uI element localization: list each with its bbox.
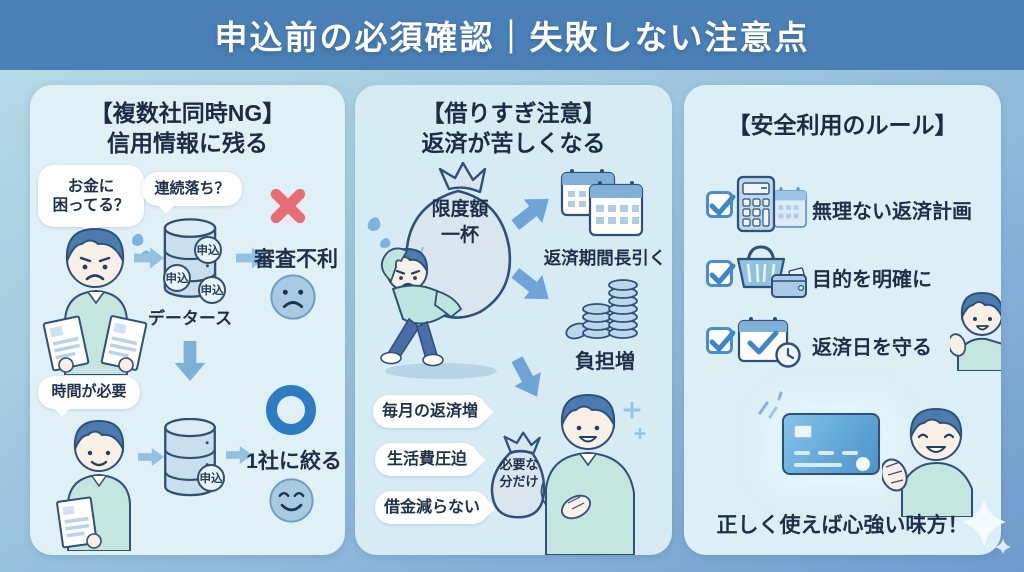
coin-stack-icon xyxy=(565,279,638,340)
panel2-header: 【借りすぎ注意】 返済が苦しくなる xyxy=(355,99,672,159)
speech-bubble-living-costs: 生活費圧迫 xyxy=(375,443,479,476)
checkbox-checked-icon xyxy=(706,191,736,218)
big-sack-label: 限度額 一杯 xyxy=(431,199,489,246)
clock-icon xyxy=(775,342,801,368)
panel2-header-line1: 【借りすぎ注意】 xyxy=(421,100,606,126)
wallet-icon xyxy=(771,267,807,298)
card-number-dash xyxy=(818,451,834,455)
worried-person-illustration xyxy=(42,227,151,375)
sparkle-star-icon xyxy=(962,498,1011,554)
small-sack-icon xyxy=(490,431,546,519)
calendar-stack-icon xyxy=(560,169,644,237)
result-bad-label: 審査不利 xyxy=(254,248,338,271)
arrow-down-icon xyxy=(511,356,541,397)
arrow-right-icon xyxy=(138,447,164,467)
small-sack-label: 必要な 分だけ xyxy=(499,457,539,489)
checkbox-checked-icon xyxy=(706,327,736,354)
arrow-down-right-icon xyxy=(511,267,549,300)
waving-person-illustration xyxy=(882,407,973,517)
sparkle-lines-icon xyxy=(758,391,783,419)
panel3-footer-message: 正しく使えば心強い味方！ xyxy=(716,514,969,537)
speech-bubble-time-needed: 時間が必要 xyxy=(38,376,140,409)
title-banner: 申込前の必須確認｜失敗しない注意点 xyxy=(0,0,1024,70)
circle-ok-icon xyxy=(266,385,316,435)
sad-face-icon xyxy=(270,274,316,320)
rule-label-clear-purpose: 目的を明確に xyxy=(812,269,932,291)
panel3-header-line: 【安全利用のルール】 xyxy=(727,112,958,138)
peeking-person-illustration xyxy=(950,291,1001,371)
outcome-period-label: 返済期間長引く xyxy=(543,248,667,268)
panel-multiple-applications-ng: 【複数社同時NG】 信用情報に残る お金に 困ってる？ 連続落ち？ xyxy=(30,85,345,555)
arrow-right-icon xyxy=(134,247,164,269)
result-good-label: 1社に絞る xyxy=(246,450,342,473)
mini-calendar-icon xyxy=(772,187,808,228)
relieved-person-illustration xyxy=(540,393,646,555)
database-label: データース xyxy=(147,309,233,328)
checkbox-checked-icon xyxy=(706,260,736,287)
panel1-header-line2: 信用情報に残る xyxy=(107,129,268,156)
panel3-header: 【安全利用のルール】 xyxy=(684,111,1001,141)
database-icon xyxy=(164,418,216,497)
happy-face-icon xyxy=(269,478,314,523)
application-badge: 申込 xyxy=(163,264,191,292)
speech-bubble-debt-not-shrinking: 借金減らない xyxy=(375,491,489,524)
rule-label-repayment-plan: 無理ない返済計画 xyxy=(812,201,972,223)
card-number-dash xyxy=(842,451,858,455)
speech-bubble-monthly-repayment: 毎月の返済増 xyxy=(373,395,487,428)
panel-safe-use-rules: 【安全利用のルール】 無理ない返済計画 xyxy=(684,85,1001,555)
arrow-up-right-icon xyxy=(511,198,549,231)
arrow-down-icon xyxy=(174,341,206,381)
panel1-header: 【複数社同時NG】 信用情報に残る xyxy=(30,99,345,159)
arrow-right-icon xyxy=(236,247,266,269)
arrow-right-icon xyxy=(226,445,252,465)
calm-person-illustration xyxy=(56,419,131,551)
cross-mark-icon xyxy=(270,188,306,224)
calendar-check-icon xyxy=(737,317,789,363)
card-logo-dot xyxy=(856,457,870,471)
card-number-dash xyxy=(794,451,810,455)
speech-bubble-consecutive-rejection: 連続落ち？ xyxy=(142,172,242,206)
card-name-line xyxy=(794,463,842,467)
calculator-icon xyxy=(736,175,776,233)
burdened-person-with-sack-illustration xyxy=(367,161,512,379)
rule-label-repayment-date: 返済日を守る xyxy=(812,337,932,359)
application-badge: 申込 xyxy=(198,276,226,304)
outcome-burden-label: 負担増 xyxy=(575,351,635,373)
application-badge: 申込 xyxy=(197,464,225,492)
panel-over-borrowing-warning: 【借りすぎ注意】 返済が苦しくなる 限度額 一杯 xyxy=(355,85,672,555)
speech-bubble-money-trouble: お金に 困ってる？ xyxy=(38,165,144,227)
application-badge: 申込 xyxy=(194,236,222,264)
credit-card-glow xyxy=(780,411,882,477)
panel2-header-line2: 返済が苦しくなる xyxy=(421,129,606,156)
credit-card-icon xyxy=(782,413,880,475)
panel1-header-line1: 【複数社同時NG】 xyxy=(89,100,286,126)
page-title: 申込前の必須確認｜失敗しない注意点 xyxy=(214,19,810,56)
card-chip xyxy=(794,425,812,438)
